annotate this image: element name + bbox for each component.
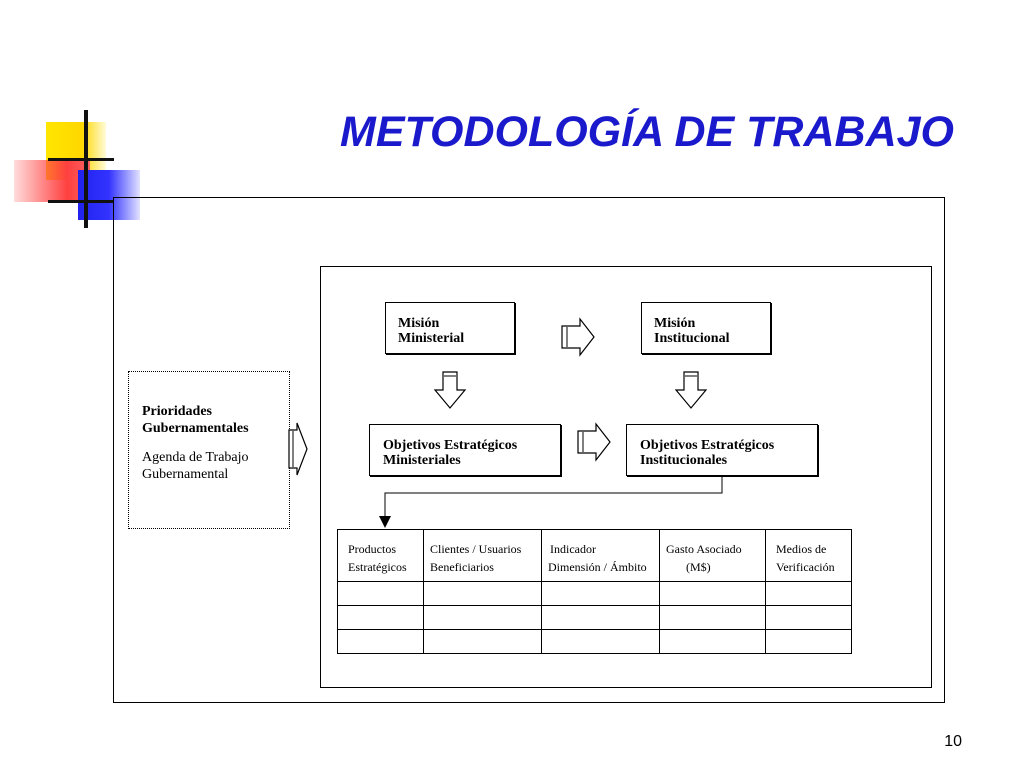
agenda-line2: Gubernamental bbox=[142, 467, 229, 482]
mision-ministerial-line2: Ministerial bbox=[398, 331, 465, 346]
down-arrow-icon bbox=[433, 371, 467, 409]
decorative-blue-square bbox=[78, 170, 140, 220]
mision-institucional-line1: Misión bbox=[654, 316, 696, 331]
connector-line bbox=[384, 476, 723, 518]
table-header-cell: Indicador Dimensión / Ámbito bbox=[541, 529, 660, 582]
decorative-vertical-line bbox=[84, 110, 88, 228]
table-row bbox=[337, 581, 852, 606]
table-header-cell: Medios de Verificación bbox=[765, 529, 852, 582]
agenda-line1: Agenda de Trabajo bbox=[142, 450, 249, 465]
table-header-cell: Gasto Asociado (M$) bbox=[659, 529, 766, 582]
prioridades-box: Prioridades Gubernamentales Agenda de Tr… bbox=[128, 371, 290, 529]
mision-institucional-box: Misión Institucional bbox=[641, 302, 771, 354]
products-table: Productos Estratégicos Clientes / Usuari… bbox=[337, 529, 852, 654]
objetivos-institucionales-line2: Institucionales bbox=[640, 453, 728, 468]
table-header-cell: Clientes / Usuarios Beneficiarios bbox=[423, 529, 542, 582]
prioridades-line1: Prioridades bbox=[142, 404, 212, 419]
objetivos-ministeriales-box: Objetivos Estratégicos Ministeriales bbox=[369, 424, 561, 476]
objetivos-institucionales-line1: Objetivos Estratégicos bbox=[640, 438, 775, 453]
table-header-cell: Productos Estratégicos bbox=[337, 529, 424, 582]
table-row bbox=[337, 629, 852, 654]
decorative-horizontal-line bbox=[48, 158, 114, 161]
table-row bbox=[337, 605, 852, 630]
right-arrow-icon bbox=[561, 317, 595, 357]
objetivos-institucionales-box: Objetivos Estratégicos Institucionales bbox=[626, 424, 818, 476]
mision-ministerial-line1: Misión bbox=[398, 316, 440, 331]
page-number: 10 bbox=[944, 733, 962, 750]
table-header-row: Productos Estratégicos Clientes / Usuari… bbox=[337, 529, 852, 582]
down-arrow-icon bbox=[674, 371, 708, 409]
decorative-red-square bbox=[14, 160, 90, 202]
decorative-horizontal-line bbox=[48, 200, 114, 203]
mision-ministerial-box: Misión Ministerial bbox=[385, 302, 515, 354]
mision-institucional-line2: Institucional bbox=[654, 331, 730, 346]
diagram-inner-frame bbox=[320, 266, 932, 688]
slide-title: METODOLOGÍA DE TRABAJO bbox=[340, 108, 954, 156]
right-arrow-icon bbox=[577, 422, 611, 462]
objetivos-ministeriales-line1: Objetivos Estratégicos bbox=[383, 438, 518, 453]
down-arrowhead-icon bbox=[379, 516, 391, 528]
prioridades-line2: Gubernamentales bbox=[142, 421, 249, 436]
diagram-outer-frame bbox=[113, 197, 945, 703]
objetivos-ministeriales-line2: Ministeriales bbox=[383, 453, 461, 468]
right-arrow-icon bbox=[288, 422, 308, 476]
